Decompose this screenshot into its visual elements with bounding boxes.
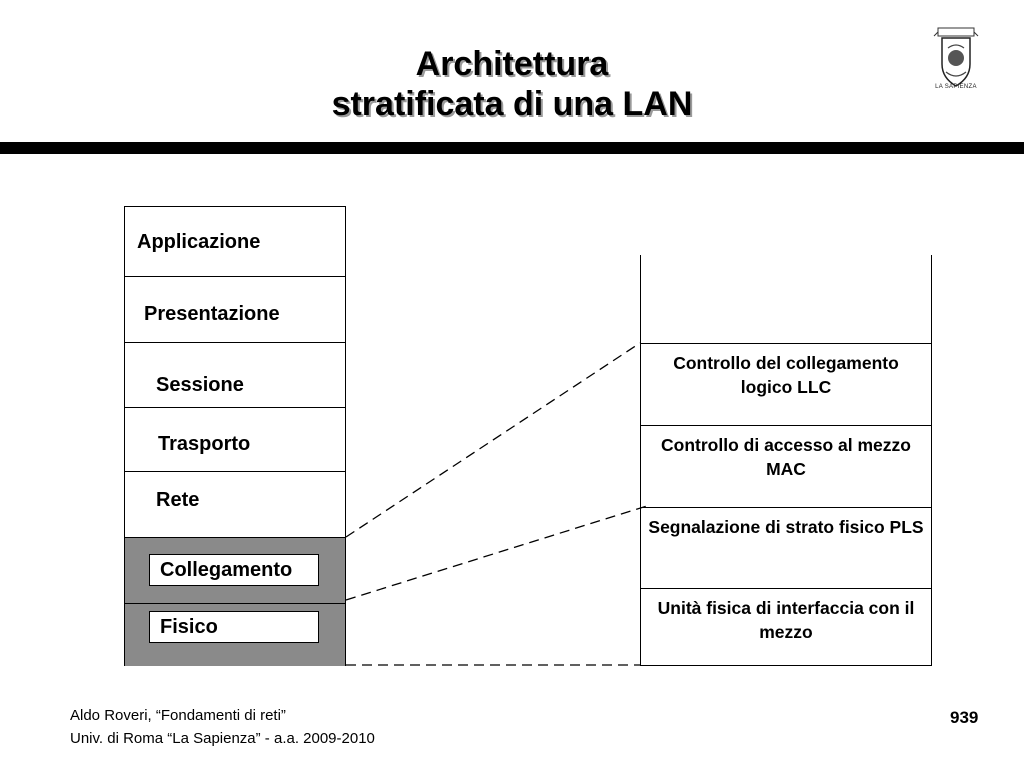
osi-layer-highlighted: Fisico <box>125 603 345 666</box>
lan-layer-label: Segnalazione di strato fisico PLS <box>648 517 924 537</box>
footer-author: Aldo Roveri, “Fondamenti di reti” <box>70 707 286 724</box>
logo-caption: LA SAPIENZA <box>935 84 977 90</box>
title-line-2: stratificata di una LAN <box>331 85 693 123</box>
osi-layer-highlighted: Collegamento <box>125 537 345 604</box>
title-divider <box>0 142 1024 154</box>
title-line-1: Architettura <box>415 45 609 83</box>
lan-stack-frame <box>640 255 932 666</box>
lan-layer: Unità fisica di interfaccia con il mezzo <box>640 588 932 665</box>
osi-layer: Presentazione <box>125 276 345 343</box>
osi-layer: Sessione <box>125 342 345 408</box>
slide-title: Architettura stratificata di una LAN <box>0 44 1024 124</box>
osi-layer-label: Trasporto <box>158 433 251 455</box>
university-seal-icon <box>933 27 979 87</box>
osi-layer: Applicazione <box>125 207 345 277</box>
fisico-top-connector <box>345 504 651 601</box>
osi-layer-label: Applicazione <box>137 231 261 253</box>
footer-institution: Univ. di Roma “La Sapienza” - a.a. 2009-… <box>70 730 375 747</box>
osi-layer-label: Sessione <box>156 374 244 396</box>
lan-stack: Controllo del collegamento logico LLC Co… <box>640 255 932 666</box>
osi-stack: Applicazione Presentazione Sessione Tras… <box>124 206 346 666</box>
osi-layer: Trasporto <box>125 407 345 472</box>
osi-layer: Rete <box>125 471 345 538</box>
lan-layer-label: Unità fisica di interfaccia con il mezzo <box>657 598 915 642</box>
lan-layer: Segnalazione di strato fisico PLS <box>640 507 932 589</box>
collegamento-top-connector <box>345 342 641 538</box>
page-number: 939 <box>950 708 979 727</box>
lan-layer: Controllo del collegamento logico LLC <box>640 343 932 426</box>
osi-layer-label: Fisico <box>149 611 319 643</box>
lan-layer-label: Controllo di accesso al mezzo MAC <box>661 435 911 479</box>
lan-layer-label: Controllo del collegamento logico LLC <box>673 353 899 397</box>
osi-layer-label: Collegamento <box>149 554 319 586</box>
osi-layer-label: Presentazione <box>144 303 280 325</box>
osi-layer-label: Rete <box>156 489 200 511</box>
lan-layer: Controllo di accesso al mezzo MAC <box>640 425 932 508</box>
